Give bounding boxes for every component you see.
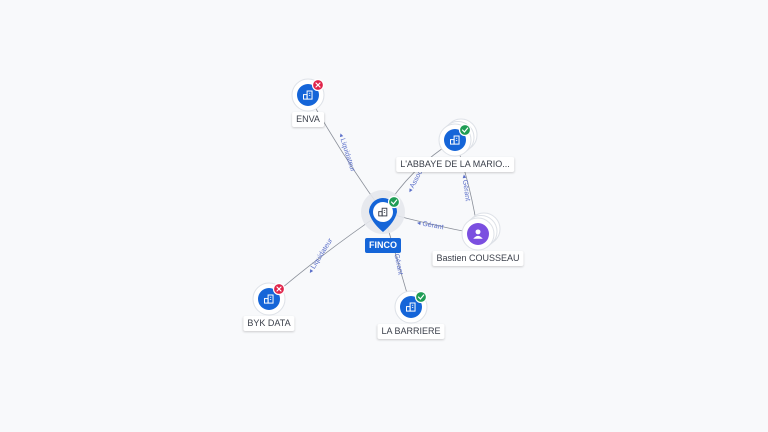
building-icon xyxy=(406,302,416,312)
node-label-barriere[interactable]: LA BARRIERE xyxy=(377,324,445,339)
node-circle xyxy=(297,84,319,106)
check-icon xyxy=(387,195,401,209)
edge-label: ◂ Gérant xyxy=(416,220,444,232)
edge-label: ◂ Liquidateur xyxy=(307,237,335,275)
node-circle xyxy=(444,129,466,151)
building-icon xyxy=(264,294,274,304)
edge-label: ◂ Liquidateur xyxy=(337,132,356,173)
check-icon xyxy=(458,123,472,137)
node-finco[interactable] xyxy=(361,190,405,234)
building-icon xyxy=(303,90,313,100)
node-bykdata[interactable] xyxy=(252,282,286,316)
building-icon xyxy=(378,207,388,217)
node-bastien[interactable] xyxy=(461,212,501,251)
node-circle xyxy=(258,288,280,310)
building-icon xyxy=(450,135,460,145)
pin-inner xyxy=(373,202,393,222)
person-icon xyxy=(473,229,483,239)
close-icon xyxy=(272,282,286,296)
node-abbaye[interactable] xyxy=(438,118,478,157)
node-label-finco[interactable]: FINCO xyxy=(365,238,401,253)
edge-label: ◂ Gérant xyxy=(460,174,471,202)
node-circle xyxy=(400,296,422,318)
nodes-layer xyxy=(252,78,501,324)
node-label-bykdata[interactable]: BYK DATA xyxy=(243,316,295,331)
node-barriere[interactable] xyxy=(394,290,428,324)
close-icon xyxy=(311,78,325,92)
node-label-enva[interactable]: ENVA xyxy=(292,112,324,127)
node-enva[interactable] xyxy=(291,78,325,112)
node-label-abbaye[interactable]: L'ABBAYE DE LA MARIO... xyxy=(396,157,514,172)
check-icon xyxy=(414,290,428,304)
node-label-bastien[interactable]: Bastien COUSSEAU xyxy=(432,251,524,266)
